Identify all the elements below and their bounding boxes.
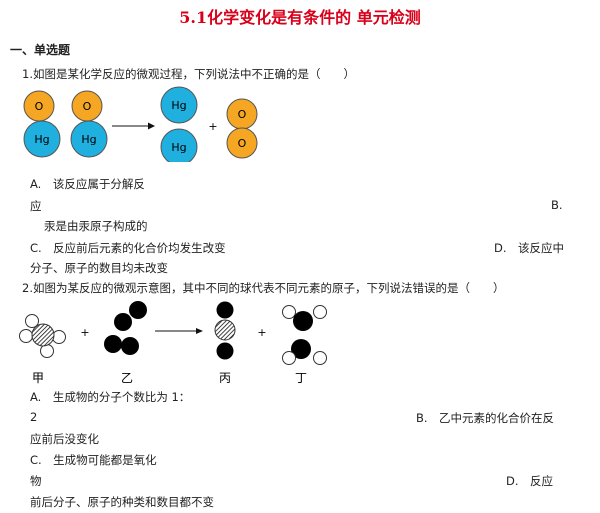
q2-option-a-cont: 2 [30,410,38,424]
q2-option-b[interactable]: B. 乙中元素的化合价在反 [416,411,555,425]
svg-text:O: O [238,137,247,150]
q2-molecule-ding [282,305,327,365]
q1-reaction-figure: O Hg O Hg Hg Hg + O O [23,86,258,162]
q2-reaction-figure: + + 甲 乙 丙 丁 [19,301,327,385]
q2-plus-2: + [257,326,266,339]
svg-text:O: O [35,100,44,113]
svg-text:Hg: Hg [171,99,186,112]
svg-text:O: O [238,108,247,121]
q1-option-a-cont: 应 [30,199,42,213]
svg-text:O: O [83,100,92,113]
section-heading: 一、单选题 [10,43,71,57]
q2-molecule-bing [214,301,236,360]
q2-plus-1: + [80,326,89,339]
q2-option-a[interactable]: A. 生成物的分子个数比为 1： [30,390,191,404]
q2-label-bing: 丙 [219,371,231,385]
q2-reaction-arrow [155,328,203,334]
q2-label-yi: 乙 [121,371,133,385]
q2-option-c[interactable]: C. 生成物可能都是氧化 [30,453,157,467]
q1-reaction-arrow [112,122,155,130]
q2-stem: 2.如图为某反应的微观示意图，其中不同的球代表不同元素的原子，下列说法错误的是（… [22,281,505,295]
q1-option-d-cont: 分子、原子的数目均未改变 [30,261,168,275]
page-title: 5.1化学变化是有条件的 单元检测 [179,8,421,27]
q2-option-b-cont: 应前后没变化 [30,432,99,446]
q2-molecule-jia [19,314,66,358]
q1-product-hg-atoms: Hg Hg [160,86,198,162]
q1-reactant-molecule-2: O Hg [70,90,108,158]
q1-option-b-label[interactable]: B. [551,198,563,212]
q1-option-b[interactable]: 汞是由汞原子构成的 [44,219,148,233]
q1-plus-sign: + [208,120,217,133]
q1-option-c[interactable]: C. 反应前后元素的化合价均发生改变 [30,241,226,255]
q1-stem: 1.如图是某化学反应的微观过程，下列说法中不正确的是（ ） [22,67,355,81]
q1-option-d[interactable]: D. 该反应中 [494,241,565,255]
q1-option-a[interactable]: A. 该反应属于分解反 [30,177,145,191]
q2-option-d[interactable]: D. 反应 [506,474,554,488]
q2-label-ding: 丁 [295,371,307,385]
q2-molecule-yi [104,301,147,355]
q1-reactant-molecule-1: O Hg [23,90,61,158]
q2-option-c-cont: 物 [30,474,42,488]
svg-text:Hg: Hg [171,141,186,154]
q2-option-d-cont: 前后分子、原子的种类和数目都不变 [30,495,214,509]
svg-text:Hg: Hg [34,133,49,146]
svg-text:Hg: Hg [81,133,96,146]
q1-product-o2-molecule: O O [226,98,258,159]
q2-label-jia: 甲 [32,371,44,385]
